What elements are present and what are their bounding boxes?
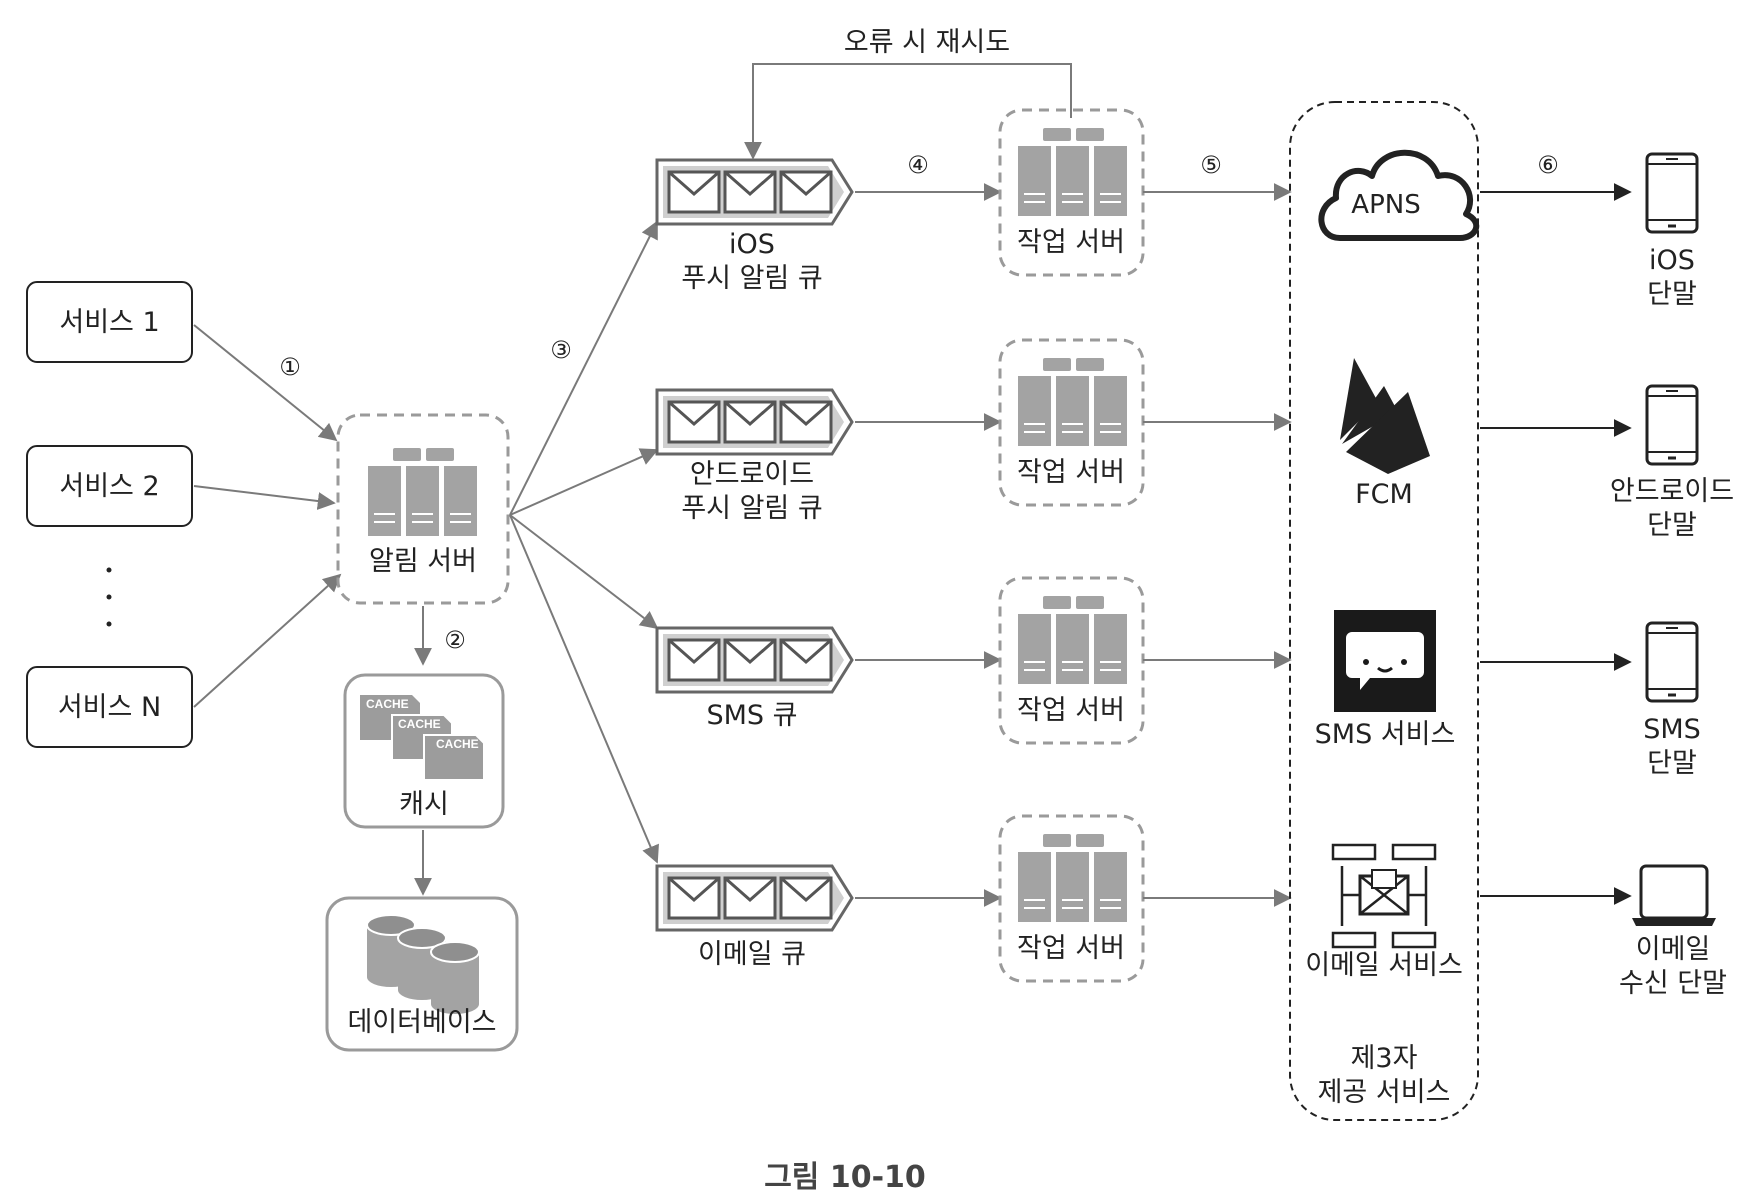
step-6-marker: ⑥: [1537, 151, 1559, 179]
ellipsis-dots: [106, 567, 112, 627]
fcm-label: FCM: [1355, 479, 1413, 510]
phone-icon: [1645, 621, 1699, 703]
sms-service: SMS 서비스: [1315, 610, 1456, 750]
phone-icon: [1645, 152, 1699, 234]
step-5-marker: ⑤: [1200, 151, 1222, 179]
server-rack-icon: [1017, 127, 1128, 217]
sms-queue: SMS 큐: [655, 626, 854, 731]
retry-arrow: [744, 63, 1072, 160]
android-queue-label-line2: 푸시 알림 큐: [681, 493, 822, 524]
ios-push-queue: iOS 푸시 알림 큐: [655, 158, 854, 294]
ios-queue-label-line2: 푸시 알림 큐: [681, 263, 822, 294]
cache-label: 캐시: [399, 789, 449, 820]
worker-server-sms: 작업 서버: [998, 576, 1145, 745]
svg-text:CACHE: CACHE: [436, 737, 479, 751]
ios-device: iOS 단말: [1645, 152, 1699, 310]
sms-device-label-line1: SMS: [1643, 714, 1701, 745]
android-device-label-line1: 안드로이드: [1610, 476, 1734, 507]
email-hub-icon: [1331, 843, 1437, 949]
step-4-marker: ④: [907, 151, 929, 179]
phone-icon: [1645, 384, 1699, 466]
service-2-box: 서비스 2: [26, 445, 193, 527]
figure-caption: 그림 10-10: [764, 1160, 926, 1195]
server-rack-icon: [1017, 833, 1128, 923]
third-party-label-line1: 제3자: [1351, 1043, 1418, 1074]
android-queue-label-line1: 안드로이드: [690, 459, 814, 490]
service-n-box: 서비스 N: [26, 666, 193, 748]
ios-queue-label-line1: iOS: [729, 229, 775, 260]
chat-bubble-icon: [1334, 610, 1436, 712]
server-rack-icon: [1017, 595, 1128, 685]
apns-service: APNS: [1318, 149, 1480, 241]
worker-server-ios: 작업 서버: [998, 108, 1145, 277]
android-push-queue: 안드로이드 푸시 알림 큐: [655, 388, 854, 524]
queue-icon: [655, 864, 854, 932]
arrow-server-to-android-queue: [509, 448, 659, 516]
service-2-label: 서비스 2: [59, 471, 159, 502]
arrow-server-to-email-queue: [509, 514, 659, 864]
firebase-icon: [1340, 358, 1430, 474]
database-label: 데이터베이스: [347, 1007, 496, 1038]
email-service: 이메일 서비스: [1305, 843, 1463, 981]
svg-text:CACHE: CACHE: [398, 717, 441, 731]
service-n-label: 서비스 N: [58, 692, 161, 723]
email-service-label: 이메일 서비스: [1305, 950, 1463, 981]
third-party-label-line2: 제공 서비스: [1318, 1077, 1451, 1108]
server-rack-icon: [1017, 357, 1128, 447]
svg-text:CACHE: CACHE: [366, 697, 409, 711]
queue-icon: [655, 388, 854, 456]
worker-server-email: 작업 서버: [998, 814, 1145, 983]
fcm-service: FCM: [1340, 358, 1430, 510]
arrow-service2-to-server: [193, 485, 336, 510]
email-device-label-line2: 수신 단말: [1619, 968, 1727, 999]
worker-label: 작업 서버: [1017, 695, 1125, 726]
android-device: 안드로이드 단말: [1610, 384, 1734, 541]
email-queue-label: 이메일 큐: [698, 939, 806, 970]
worker-server-android: 작업 서버: [998, 338, 1145, 507]
retry-label: 오류 시 재시도: [844, 27, 1010, 58]
sms-device: SMS 단말: [1643, 621, 1701, 779]
apns-label: APNS: [1351, 190, 1420, 220]
arrow-service1-to-server: [193, 324, 338, 442]
service-1-box: 서비스 1: [26, 281, 193, 363]
worker-label: 작업 서버: [1017, 933, 1125, 964]
sms-service-label: SMS 서비스: [1315, 719, 1456, 750]
queue-icon: [655, 626, 854, 694]
email-queue: 이메일 큐: [655, 864, 854, 970]
notification-server: 알림 서버: [336, 413, 510, 605]
cache-icon: CACHE CACHE CACHE: [360, 695, 485, 781]
server-rack-icon: [367, 447, 478, 537]
cache-box: CACHE CACHE CACHE 캐시: [343, 673, 505, 829]
worker-label: 작업 서버: [1017, 457, 1125, 488]
step-1-marker: ①: [279, 353, 301, 381]
third-party-services-group: 제3자 제공 서비스: [1289, 101, 1479, 1121]
sms-device-label-line2: 단말: [1647, 748, 1697, 779]
worker-label: 작업 서버: [1017, 227, 1125, 258]
android-device-label-line2: 단말: [1647, 510, 1697, 541]
service-1-label: 서비스 1: [59, 307, 159, 338]
cloud-icon: [1318, 149, 1480, 241]
ios-device-label-line2: 단말: [1647, 279, 1697, 310]
arrow-servicen-to-server: [193, 573, 342, 708]
email-device: 이메일 수신 단말: [1619, 864, 1727, 999]
step-2-marker: ②: [444, 626, 466, 654]
laptop-icon: [1632, 864, 1716, 926]
arrow-server-to-sms-queue: [509, 514, 659, 630]
queue-icon: [655, 158, 854, 226]
database-box: 데이터베이스: [325, 896, 519, 1052]
email-device-label-line1: 이메일: [1636, 934, 1711, 965]
step-3-marker: ③: [550, 336, 572, 364]
arrow-server-to-ios-queue: [509, 220, 658, 516]
notification-server-label: 알림 서버: [369, 546, 477, 577]
ios-device-label-line1: iOS: [1649, 245, 1695, 276]
sms-queue-label: SMS 큐: [707, 700, 798, 731]
